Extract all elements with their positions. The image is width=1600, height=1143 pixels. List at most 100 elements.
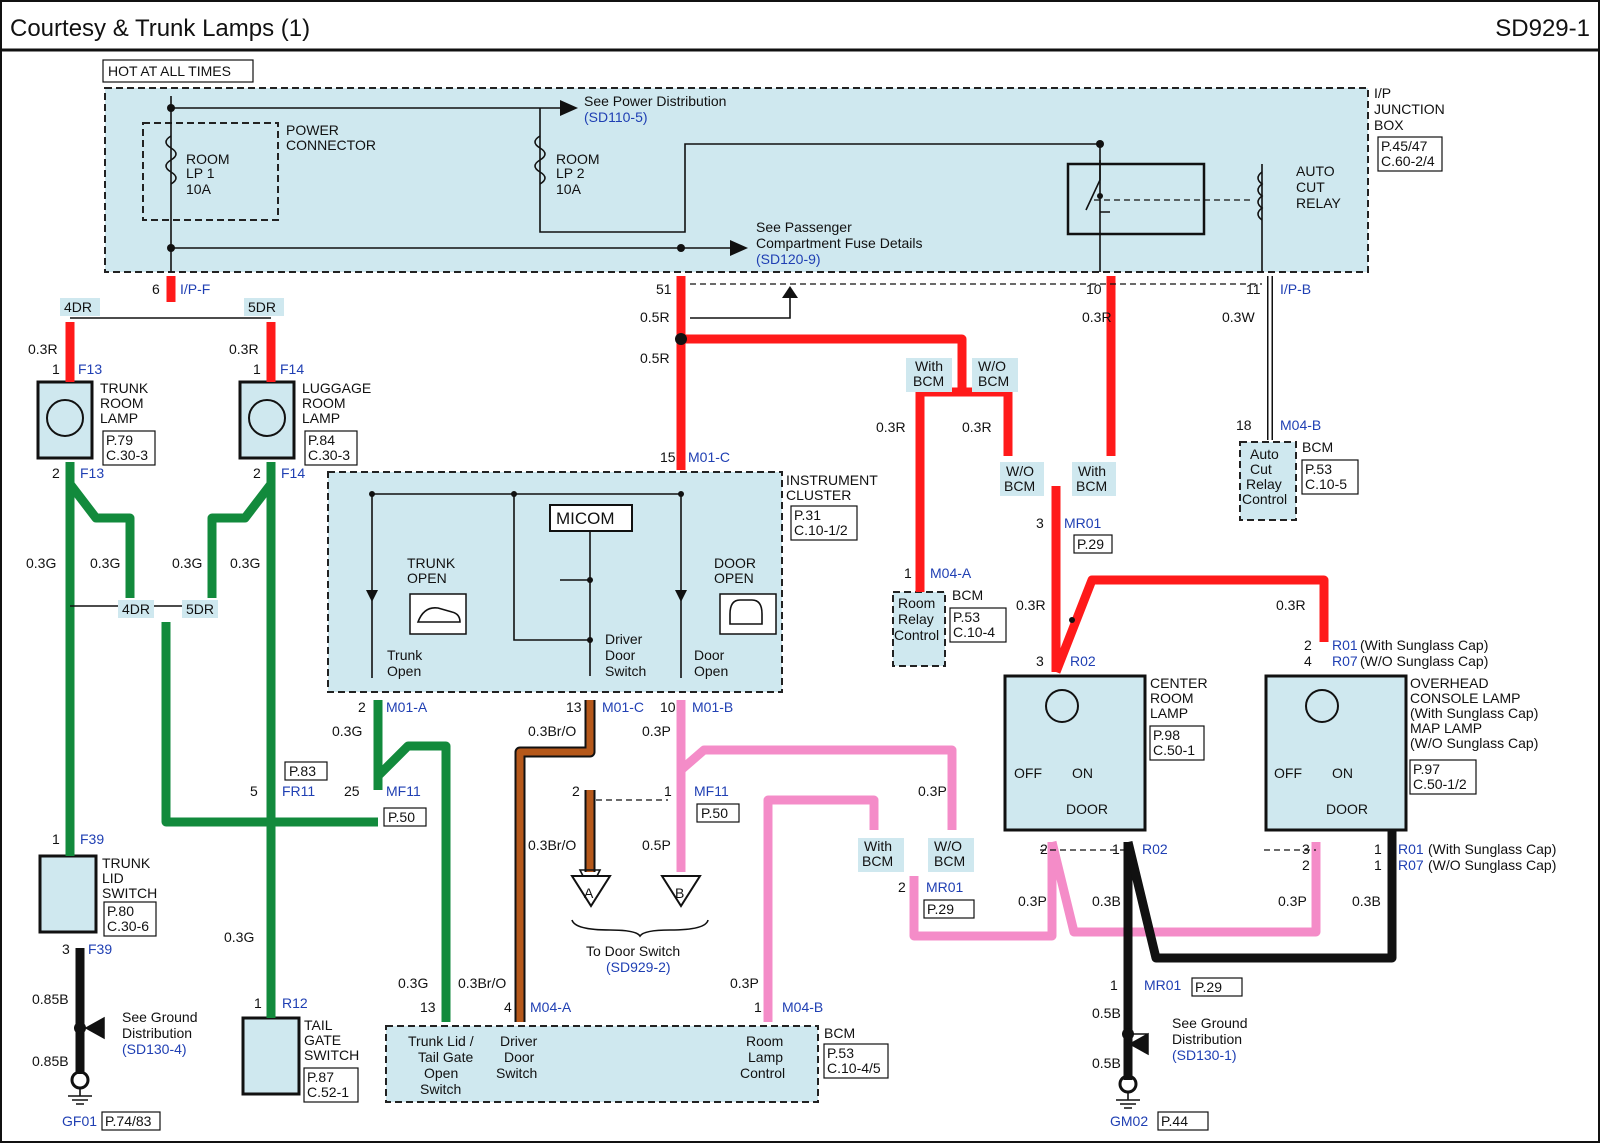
tag-wo-bcm: BCM — [934, 853, 965, 869]
pin: 1 — [254, 995, 262, 1011]
wire-label: 0.3P — [918, 783, 947, 799]
conn-m01a: M01-A — [386, 699, 428, 715]
pin: 1 — [52, 361, 60, 377]
wire-label: 0.5R — [640, 350, 670, 366]
wire-label: 0.3P — [730, 975, 759, 991]
wire-label: 0.85B — [32, 991, 69, 1007]
ref: C.10-5 — [1305, 476, 1347, 492]
pin: 13 — [566, 699, 582, 715]
wire-label: 0.3G — [332, 723, 362, 739]
comp-label: LUGGAGE — [302, 380, 371, 396]
note: (With Sunglass Cap) — [1428, 841, 1556, 857]
ground-gm02: GM02 — [1110, 1113, 1148, 1129]
conn-m01b: M01-B — [692, 699, 733, 715]
wire-label: 0.3R — [962, 419, 992, 435]
ground-label: Distribution — [1172, 1031, 1242, 1047]
fuse-room-lp1-3: 10A — [186, 181, 212, 197]
comp-label: INSTRUMENT — [786, 472, 878, 488]
pin: 5 — [250, 783, 258, 799]
pin-label: Door — [694, 647, 725, 663]
comp-label: SWITCH — [304, 1047, 359, 1063]
comp-label: BCM — [952, 587, 983, 603]
power-connector-label-2: CONNECTOR — [286, 137, 376, 153]
conn-mf11: MF11 — [694, 783, 729, 799]
pin: 2 — [358, 699, 366, 715]
sd120-ref: (SD120-9) — [756, 251, 821, 267]
sd130-4-ref: (SD130-4) — [122, 1041, 187, 1057]
ref: P.29 — [927, 901, 954, 917]
pin: 3 — [1036, 653, 1044, 669]
pin: 2 — [52, 465, 60, 481]
conn-r01: R01 — [1332, 637, 1358, 653]
wire-label: 0.3G — [230, 555, 260, 571]
fuse-room-lp2-2: LP 2 — [556, 165, 585, 181]
ref: P.53 — [953, 609, 980, 625]
comp-label: CONSOLE LAMP — [1410, 690, 1520, 706]
pin: 2 — [898, 879, 906, 895]
tag-4dr: 4DR — [122, 601, 150, 617]
switch-label: OFF — [1274, 765, 1302, 781]
ref: C.30-6 — [107, 918, 149, 934]
ip-junction-box — [104, 87, 1369, 273]
comp-label: TRUNK — [407, 555, 456, 571]
ground-gf01: GF01 — [62, 1113, 97, 1129]
pin: 15 — [660, 449, 676, 465]
comp-label: DOOR — [714, 555, 756, 571]
ref: P.84 — [308, 432, 335, 448]
pin: 1 — [1374, 857, 1382, 873]
diagram-title: Courtesy & Trunk Lamps (1) — [10, 15, 310, 42]
conn-r12: R12 — [282, 995, 308, 1011]
auto-cut-relay — [1066, 162, 1206, 236]
tag-with-bcm: With — [915, 358, 943, 374]
conn-f13: F13 — [78, 361, 102, 377]
tag-wo-bcm: W/O — [934, 838, 962, 854]
pin: 25 — [344, 783, 360, 799]
comp-label: OVERHEAD — [1410, 675, 1489, 691]
conn-mf11: MF11 — [386, 783, 421, 799]
pin: 3 — [1302, 841, 1310, 857]
ref: P.44 — [1161, 1113, 1188, 1129]
conn-m04a: M04-A — [930, 565, 972, 581]
bcm-auto-cut — [1239, 441, 1297, 521]
pin-label: Control — [740, 1065, 785, 1081]
ref: C.50-1/2 — [1413, 776, 1467, 792]
comp-label: Room — [898, 595, 935, 611]
ref: C.30-3 — [106, 447, 148, 463]
pin: 1 — [754, 999, 762, 1015]
conn-f14: F14 — [281, 465, 305, 481]
pin: 6 — [152, 281, 160, 297]
pin: 1 — [1110, 977, 1118, 993]
comp-label: SWITCH — [102, 885, 157, 901]
tag-with-bcm: BCM — [913, 373, 944, 389]
wire-label: 0.3R — [1082, 309, 1112, 325]
tag-with-bcm: With — [864, 838, 892, 854]
ref: C.52-1 — [307, 1084, 349, 1100]
fuse-room-lp2: ROOM — [556, 151, 600, 167]
wire-label: 0.3P — [642, 723, 671, 739]
comp-label: GATE — [304, 1032, 341, 1048]
pin-label: Open — [694, 663, 728, 679]
comp-label: OPEN — [714, 570, 754, 586]
ref: P.83 — [289, 763, 316, 779]
ref: P.50 — [388, 809, 415, 825]
wire-label: 0.3R — [28, 341, 58, 357]
pin: 2 — [572, 783, 580, 799]
wire-label: 0.3R — [229, 341, 259, 357]
pin: 1 — [253, 361, 261, 377]
pin-label: Switch — [496, 1065, 537, 1081]
fuse-room-lp1-2: LP 1 — [186, 165, 215, 181]
wire-label: 0.5P — [642, 837, 671, 853]
pin: 3 — [62, 941, 70, 957]
wire-label: 0.3R — [876, 419, 906, 435]
ref: P.53 — [827, 1045, 854, 1061]
tag-with-bcm: BCM — [862, 853, 893, 869]
pin-label: Open — [424, 1065, 458, 1081]
pin: 10 — [1086, 281, 1102, 297]
conn-fr11: FR11 — [282, 783, 315, 799]
wire-label: 0.3Br/O — [458, 975, 506, 991]
ref: C.30-3 — [308, 447, 350, 463]
conn-mr01: MR01 — [926, 879, 964, 895]
overhead-console-lamp — [1264, 674, 1408, 832]
comp-label: CLUSTER — [786, 487, 851, 503]
conn-f39: F39 — [80, 831, 104, 847]
